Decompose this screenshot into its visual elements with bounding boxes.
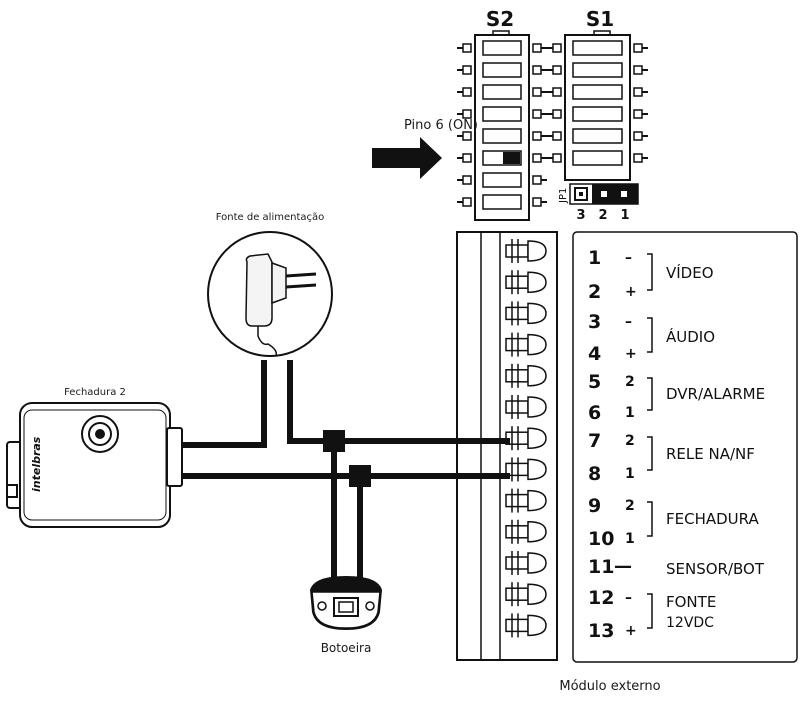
power-supply-label: Fonte de alimentação <box>216 212 325 223</box>
terminal-sign: 1 <box>625 405 635 421</box>
group-label: ÁUDIO <box>666 327 715 346</box>
jumper-jp1: JP1 3 2 1 <box>558 183 639 223</box>
dip-slot <box>482 194 522 210</box>
dip-slot <box>572 150 623 166</box>
s2-label: S2 <box>486 7 514 31</box>
terminal-sign: 2 <box>625 498 635 514</box>
terminal-group: FECHADURA <box>647 501 759 537</box>
pin-6-note: Pino 6 (ON) <box>404 118 478 133</box>
dip-slot <box>482 128 522 144</box>
electric-lock: Fechadura 2 intelbras <box>6 387 183 528</box>
dip-slot <box>482 172 522 188</box>
terminal-sign: + <box>625 346 637 362</box>
terminal-sign: 1 <box>625 466 635 482</box>
pointer-arrow <box>372 137 442 179</box>
terminal-sign: + <box>625 284 637 300</box>
terminal-screw <box>505 613 547 638</box>
dip-switch-s2: S2 <box>457 7 547 221</box>
dip-slot <box>482 62 522 78</box>
group-label: SENSOR/BOT <box>666 560 765 578</box>
junction-2 <box>349 465 371 487</box>
terminal-number: 13 <box>588 620 614 642</box>
terminal-screw <box>505 426 547 451</box>
terminal-number: 7 <box>588 430 601 452</box>
terminal-number: 10 <box>588 528 614 550</box>
dip-slot <box>572 40 623 56</box>
button-label: Botoeira <box>321 641 372 655</box>
dip-switch-s1: S1 <box>547 7 648 181</box>
terminal-group: FONTE 12VDC <box>647 593 716 631</box>
terminal-sign: — <box>614 556 632 577</box>
terminal-sign: 2 <box>625 374 635 390</box>
group-label: FECHADURA <box>666 510 759 528</box>
jumper-pin-2: 2 <box>598 208 607 223</box>
junction-1 <box>323 430 345 452</box>
terminal-number: 12 <box>588 587 614 609</box>
terminal-screw <box>505 239 547 263</box>
terminal-screw <box>505 457 547 482</box>
terminal-screw <box>505 332 547 357</box>
terminal-screw <box>505 488 547 513</box>
terminal-screw <box>505 519 547 544</box>
jumper-pin-1: 1 <box>620 208 629 223</box>
group-label: VÍDEO <box>666 263 714 282</box>
jumper-pin-3: 3 <box>576 208 585 223</box>
terminal-group: VÍDEO <box>647 253 714 291</box>
lock-label: Fechadura 2 <box>64 387 126 398</box>
terminal-block <box>456 231 558 661</box>
dip-slot <box>482 84 522 100</box>
s1-label: S1 <box>586 7 614 31</box>
terminal-sign: 1 <box>625 531 635 547</box>
terminal-number: 9 <box>588 495 601 517</box>
dip-slot <box>572 128 623 144</box>
dip-slot <box>572 106 623 122</box>
push-button: Botoeira <box>310 576 382 655</box>
terminal-number: 1 <box>588 247 601 269</box>
terminal-number: 3 <box>588 311 601 333</box>
terminal-screw <box>505 551 547 575</box>
dip-slot <box>482 106 522 122</box>
terminal-number: 11 <box>588 556 614 578</box>
jumper-label: JP1 <box>558 188 569 204</box>
terminal-group: SENSOR/BOT <box>666 560 765 578</box>
terminal-sign: + <box>625 623 637 639</box>
dip-slot <box>572 62 623 78</box>
group-label: RELE NA/NF <box>666 445 755 463</box>
dip-slot-on <box>503 152 520 164</box>
terminal-screw <box>505 395 547 419</box>
terminal-sign: 2 <box>625 433 635 449</box>
terminal-sign: – <box>625 590 632 606</box>
terminal-screw <box>505 582 547 607</box>
power-supply: Fonte de alimentação <box>207 212 333 357</box>
module-label: Módulo externo <box>559 679 660 694</box>
terminal-number: 8 <box>588 463 601 485</box>
dip-slot <box>572 84 623 100</box>
terminal-screw <box>505 363 547 388</box>
terminal-sign: – <box>625 314 632 330</box>
group-label: DVR/ALARME <box>666 385 765 403</box>
terminal-group: RELE NA/NF <box>647 436 755 471</box>
terminal-number: 5 <box>588 371 601 393</box>
terminal-group: ÁUDIO <box>647 317 715 353</box>
wires <box>182 360 510 578</box>
terminal-number: 6 <box>588 402 601 424</box>
group-label: FONTE <box>666 593 716 611</box>
lock-brand: intelbras <box>30 436 43 492</box>
terminal-number: 2 <box>588 281 601 303</box>
terminal-number: 4 <box>588 343 601 365</box>
terminal-sign: – <box>625 250 632 266</box>
group-label-sub: 12VDC <box>666 615 714 631</box>
terminal-screw <box>505 270 547 295</box>
dip-slot <box>482 40 522 56</box>
terminal-group: DVR/ALARME <box>647 377 765 411</box>
terminal-screw <box>505 301 547 326</box>
